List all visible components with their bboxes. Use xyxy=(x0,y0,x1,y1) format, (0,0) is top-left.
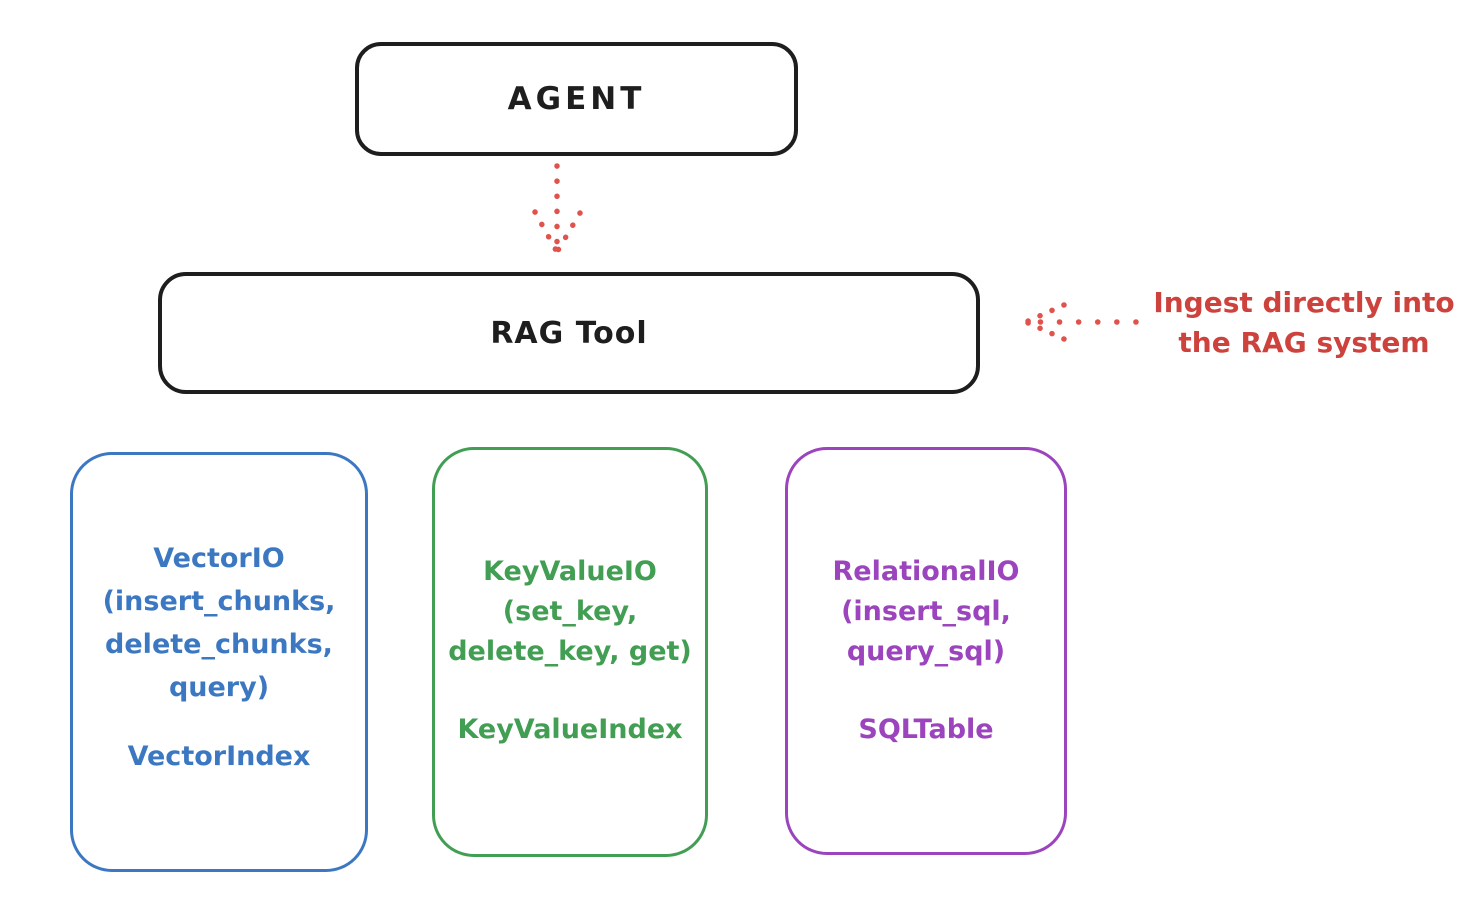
ingest-annotation-line2: the RAG system xyxy=(1178,326,1430,359)
keyvalueio-title: KeyValueIO xyxy=(483,556,657,587)
agent-label: AGENT xyxy=(507,81,646,117)
vectorio-methods-line2: delete_chunks, xyxy=(105,629,333,660)
agent-node: AGENT xyxy=(355,42,798,156)
rag-tool-node: RAG Tool xyxy=(158,272,980,394)
backend-box-vectorio: VectorIO (insert_chunks, delete_chunks, … xyxy=(70,452,368,872)
ingest-annotation-dotted-arrow xyxy=(1023,302,1139,342)
vectorio-methods-line1: (insert_chunks, xyxy=(102,586,336,617)
relationalio-methods-line2: query_sql) xyxy=(846,636,1006,667)
backend-box-keyvalueio: KeyValueIO (set_key, delete_key, get) Ke… xyxy=(432,447,708,857)
agent-to-rag-dotted-arrow xyxy=(532,163,583,255)
relationalio-index-name: SQLTable xyxy=(858,714,994,745)
keyvalueio-methods-line2: delete_key, get) xyxy=(448,636,692,667)
relationalio-title: RelationalIO xyxy=(832,556,1020,587)
backend-box-relationalio: RelationalIO (insert_sql, query_sql) SQL… xyxy=(785,447,1067,855)
vectorio-title: VectorIO xyxy=(153,543,285,574)
rag-tool-label: RAG Tool xyxy=(490,315,648,351)
relationalio-methods-line1: (insert_sql, xyxy=(841,596,1011,627)
arrow-left-icon xyxy=(1023,302,1139,342)
keyvalueio-methods-line1: (set_key, xyxy=(502,596,638,627)
ingest-annotation-line1: Ingest directly into xyxy=(1153,286,1455,319)
vectorio-methods-line3: query) xyxy=(168,672,270,703)
ingest-annotation-text: Ingest directly into the RAG system xyxy=(1128,283,1480,363)
arrow-down-icon xyxy=(532,163,583,255)
vectorio-index-name: VectorIndex xyxy=(127,741,311,772)
keyvalueio-index-name: KeyValueIndex xyxy=(457,714,683,745)
